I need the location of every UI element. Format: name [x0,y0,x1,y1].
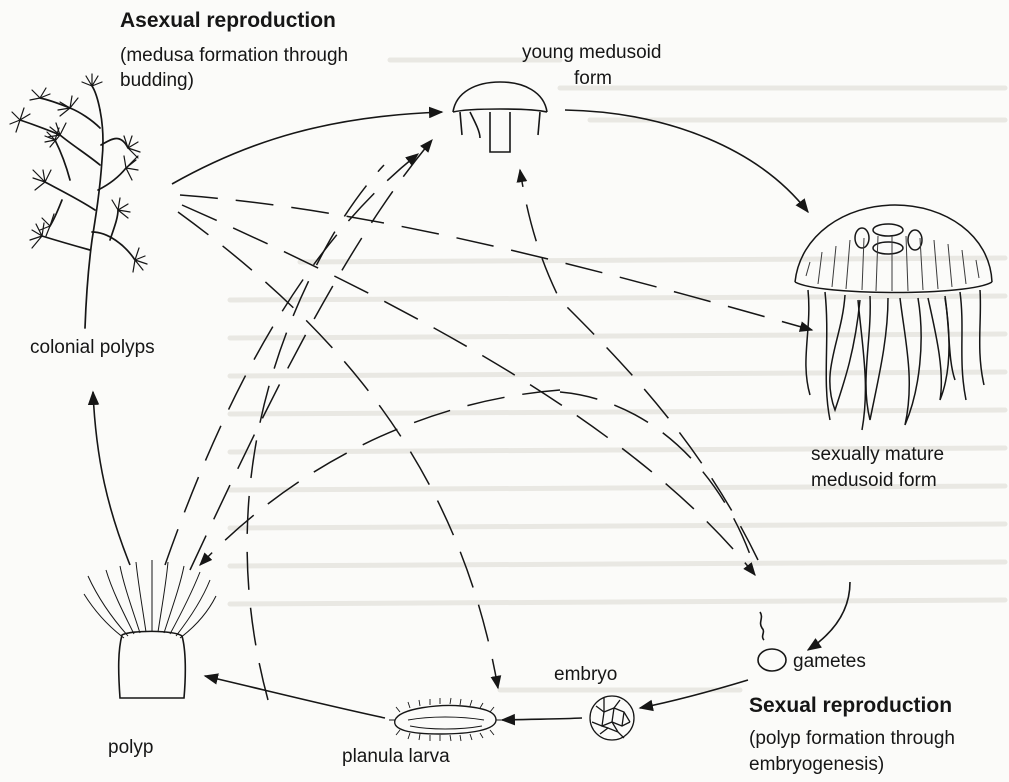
mature-medusoid-drawing [795,205,992,430]
gametes-label: gametes [793,650,866,674]
sexual-reproduction-note-line2: embryogenesis) [749,753,884,777]
embryo-drawing [590,696,634,740]
colonial-polyps-drawing [10,74,147,328]
asexual-reproduction-note-line1: (medusa formation through [120,44,348,68]
arrow-young-to-mature [565,110,808,212]
arrow-embryo-to-planula [502,718,582,720]
dashed-arrow-colonial-to-mature [180,195,812,330]
dashed-arrow-colonial-to-planula [178,212,498,688]
young-medusoid-label-line1: young medusoid [522,41,661,65]
dashed-arrow-polyp-to-young [190,140,432,570]
embryo-label: embryo [554,663,617,687]
arrow-polyp-to-colonial [93,392,130,565]
asexual-reproduction-note-line2: budding) [120,69,194,93]
dashed-arrow-embryo-to-polyp [200,390,560,565]
dashed-arrow-planula-to-young [247,165,384,700]
planula-larva-label: planula larva [342,745,450,769]
young-medusoid-drawing [453,82,547,152]
arrow-gametes-to-embryo [640,680,748,708]
dashed-arrow-gametes-arc [560,392,752,560]
sexual-reproduction-note-line1: (polyp formation through [749,727,955,751]
sexual-reproduction-title: Sexual reproduction [749,693,952,719]
arrow-colonial-to-young [172,112,442,184]
arrow-planula-to-polyp [205,676,385,718]
gametes-drawing [758,612,786,671]
dashed-arrow-gametes-to-young [520,170,758,560]
polyp-label: polyp [108,736,153,760]
mature-medusoid-label-line1: sexually mature [811,443,944,467]
young-medusoid-label-line2: form [574,67,612,91]
planula-larva-drawing [389,698,502,741]
dashed-arrow-polyp-to-mid [165,154,418,565]
polyp-drawing [84,560,216,698]
colonial-polyps-label: colonial polyps [30,336,155,360]
mature-medusoid-label-line2: medusoid form [811,469,937,493]
asexual-reproduction-title: Asexual reproduction [120,8,336,34]
arrow-mature-to-gametes [808,582,850,650]
